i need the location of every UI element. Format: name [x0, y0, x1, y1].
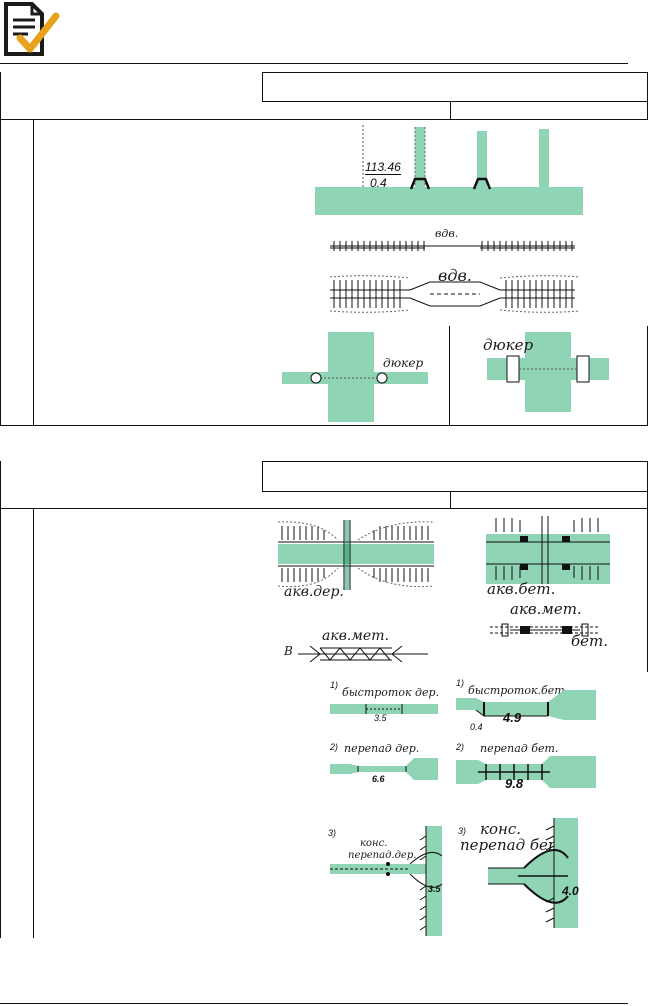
duker-right-label: дюкер: [483, 336, 534, 354]
chute-wood-diagram: [330, 704, 438, 714]
aqueduct-concrete-label: акв.бет.: [487, 580, 556, 598]
duker-left-label: дюкер: [383, 356, 424, 370]
duker-right-diagram: [487, 332, 609, 412]
depth-label: 0.4: [370, 176, 387, 190]
item1-left-number: 1): [330, 680, 339, 690]
cantilever-drop-wood-diagram: [330, 826, 443, 936]
elevation-label: 113.46: [365, 160, 401, 175]
water-intake-small-symbol: [330, 241, 575, 251]
water-intake-small-label: вдв.: [435, 227, 459, 240]
item1-left-value: 3.5: [374, 713, 387, 723]
aqueduct-metal-right-label: акв.мет.: [510, 600, 582, 618]
item3-right-number: 3): [458, 826, 467, 836]
drop-wood-diagram: [330, 758, 438, 780]
footer-rule: [0, 1003, 628, 1004]
canal-with-structures-diagram: [315, 125, 583, 215]
aqueduct-concrete-diagram: [486, 516, 610, 584]
item2-right-number: 2): [456, 742, 465, 752]
item3-left-number: 3): [328, 828, 337, 838]
item3-left-label-line1: конс.: [360, 838, 388, 849]
item3-left-label-line2: перепад.дер.: [348, 850, 417, 861]
item2-right-value: 9.8: [505, 776, 524, 791]
item3-right-value: 4.0: [562, 884, 579, 898]
item2-left-label: перепад дер.: [344, 742, 420, 755]
aqueduct-metal-left-label: акв.мет.: [322, 628, 389, 644]
item1-right-value: 4.9: [503, 710, 522, 725]
aqueduct-metal-left-diagram: [298, 645, 428, 663]
item1-right-extra: 0.4: [470, 722, 483, 732]
item1-left-label: быстроток дер.: [342, 686, 440, 699]
header-rule: [0, 63, 628, 64]
water-intake-large-symbol: [329, 275, 581, 313]
item1-right-label: быстроток.бет.: [468, 684, 569, 697]
chute-concrete-diagram: [456, 690, 596, 720]
item2-right-label: перепад бет.: [480, 742, 559, 755]
aqueduct-wood-label: акв.дер.: [284, 584, 344, 600]
item3-right-label-line1: конс.: [480, 820, 522, 838]
item2-left-value: 6.6: [372, 774, 385, 784]
water-intake-large-label: вдв.: [438, 266, 472, 285]
item3-left-value: 3.5: [428, 884, 441, 894]
concrete-label: бет.: [571, 632, 609, 650]
item1-right-number: 1): [456, 678, 465, 688]
aqueduct-metal-right-symbol: [490, 623, 600, 637]
drop-concrete-diagram: [456, 756, 596, 788]
document-check-icon: [2, 2, 60, 56]
cantilever-drop-concrete-diagram: [488, 818, 578, 928]
aqueduct-wood-diagram: [277, 520, 435, 590]
item2-left-number: 2): [330, 742, 339, 752]
item3-right-label-line2: перепад бет.: [460, 836, 567, 854]
duker-left-diagram: [282, 332, 428, 422]
aqueduct-metal-prefix: В: [284, 644, 293, 658]
